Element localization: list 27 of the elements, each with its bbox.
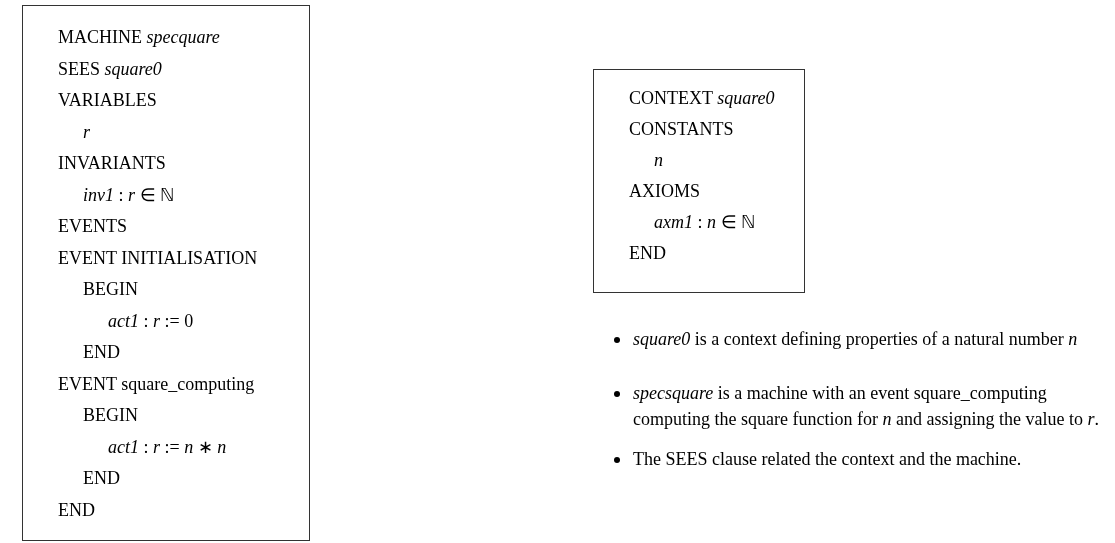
context-code-box [593,69,805,293]
code-line: act1 : r := n ∗ n [108,435,227,458]
code-line: AXIOMS [629,180,700,202]
code-line: inv1 : r ∈ ℕ [83,183,175,206]
code-line: EVENT square_computing [58,372,255,395]
bullet-text: square0 is a context defining properties of a natural number n [633,328,1079,351]
code-line: END [83,467,120,489]
code-line: act1 : r := 0 [108,309,194,332]
bullet-text: The SEES clause related the context and the machine. [633,448,1023,471]
code-line: r [83,120,90,143]
code-line: SEES square0 [58,57,162,80]
machine-code-box [22,5,310,541]
code-line: n [654,149,663,171]
code-line: EVENTS [58,215,127,237]
code-line: CONTEXT square0 [629,87,775,109]
code-line: INVARIANTS [58,152,166,174]
code-line: END [629,242,666,264]
code-line: VARIABLES [58,89,157,111]
code-line: END [58,498,95,521]
code-line: END [83,341,120,363]
code-line: CONSTANTS [629,118,734,140]
code-line: axm1 : n ∈ ℕ [654,211,755,233]
code-line: MACHINE specquare [58,26,220,48]
code-line: BEGIN [83,278,138,300]
code-line: BEGIN [83,404,138,426]
code-line: EVENT INITIALISATION [58,246,258,269]
bullet-text: specsquare is a machine with an event square_computing computing the square function for n and assigning the value to r. [633,382,1100,431]
